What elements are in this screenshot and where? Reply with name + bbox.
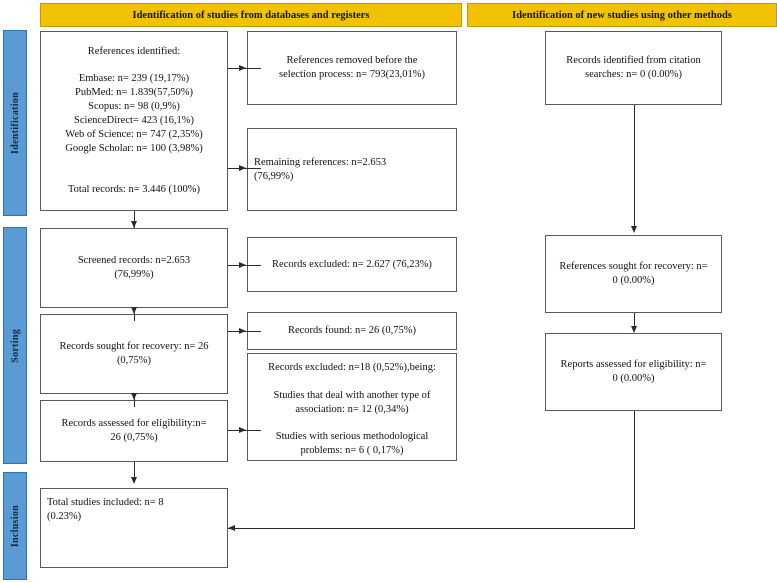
connector-citation-to-sought-other: [634, 105, 635, 227]
connector-identified-to-screened: [134, 211, 135, 228]
box-total-studies-included-text: Total studies included: n= 8 (0.23%): [47, 497, 164, 522]
box-references-sought-recovery-other-text: References sought for recovery: n= 0 (0.…: [559, 261, 708, 286]
box-remaining-references-text: Remaining references: n=2.653 (76,99%): [254, 156, 387, 182]
box-references-removed-text: References removed before the selection …: [279, 55, 425, 80]
box-references-removed: References removed before the selection …: [247, 31, 457, 105]
box-records-assessed-eligibility: Records assessed for eligibility:n= 26 (…: [40, 400, 228, 462]
connector-other-to-included-vertical: [634, 411, 635, 528]
banner-databases-registers: Identification of studies from databases…: [40, 3, 462, 27]
connector-sought-to-assessed: [134, 394, 135, 407]
arrowhead-citation-to-sought-other: [630, 226, 637, 233]
connector-assessed-to-included: [134, 462, 135, 482]
stage-label-inclusion: Inclusion: [9, 504, 21, 548]
box-references-sought-recovery-other: References sought for recovery: n= 0 (0.…: [545, 235, 722, 313]
stage-bar-inclusion: Inclusion: [3, 472, 27, 580]
arrowhead-sought-to-found: [239, 327, 246, 334]
arrowhead-sought-to-assessed: [130, 393, 137, 400]
box-records-identified-citation-text: Records identified from citation searche…: [566, 55, 701, 80]
arrowhead-sought-to-assessed-other: [630, 326, 637, 333]
stage-bar-identification: Identification: [3, 30, 27, 216]
stage-label-sorting: Sorting: [9, 328, 21, 363]
arrowhead-assessed-to-excluded: [239, 426, 246, 433]
box-records-excluded-eligibility: Records excluded: n=18 (0,52%),being: St…: [247, 353, 457, 461]
box-references-identified-text: References identified: Embase: n= 239 (1…: [65, 45, 203, 196]
box-remaining-references: Remaining references: n=2.653 (76,99%): [247, 128, 457, 211]
banner-other-methods-label: Identification of new studies using othe…: [512, 9, 732, 21]
box-reports-assessed-eligibility-other: Reports assessed for eligibility: n= 0 (…: [545, 333, 722, 411]
box-records-assessed-eligibility-text: Records assessed for eligibility:n= 26 (…: [61, 418, 207, 443]
arrowhead-screened-to-excluded: [239, 261, 246, 268]
connector-sought-to-assessed-other: [634, 313, 635, 327]
banner-databases-label: Identification of studies from databases…: [132, 9, 370, 21]
box-screened-records-text: Screened records: n=2.653 (76,99%): [77, 255, 191, 280]
arrowhead-identified-to-remaining: [239, 164, 246, 171]
box-records-excluded-eligibility-text: Records excluded: n=18 (0,52%),being: St…: [268, 362, 436, 457]
connector-other-to-included-horizontal: [228, 528, 635, 529]
arrowhead-screened-to-sought: [130, 307, 137, 314]
box-total-studies-included: Total studies included: n= 8 (0.23%): [40, 488, 228, 568]
box-reports-assessed-eligibility-other-text: Reports assessed for eligibility: n= 0 (…: [560, 359, 707, 384]
box-records-excluded-screening: Records excluded: n= 2.627 (76,23%): [247, 237, 457, 292]
box-records-identified-citation: Records identified from citation searche…: [545, 31, 722, 105]
box-records-excluded-screening-text: Records excluded: n= 2.627 (76,23%): [272, 258, 432, 270]
connector-screened-to-sought: [134, 308, 135, 321]
banner-other-methods: Identification of new studies using othe…: [467, 3, 777, 27]
arrowhead-identified-to-screened: [130, 221, 137, 228]
box-records-sought-recovery-text: Records sought for recovery: n= 26 (0,75…: [59, 341, 209, 366]
box-records-sought-recovery: Records sought for recovery: n= 26 (0,75…: [40, 314, 228, 394]
box-screened-records: Screened records: n=2.653 (76,99%): [40, 228, 228, 308]
arrowhead-other-to-included: [228, 524, 235, 531]
stage-bar-sorting: Sorting: [3, 227, 27, 464]
box-references-identified: References identified: Embase: n= 239 (1…: [40, 31, 228, 211]
box-records-found-text: Records found: n= 26 (0,75%): [287, 325, 417, 337]
arrowhead-assessed-to-included: [130, 477, 137, 484]
stage-label-identification: Identification: [9, 92, 21, 154]
arrowhead-identified-to-removed: [239, 64, 246, 71]
box-records-found: Records found: n= 26 (0,75%): [247, 312, 457, 350]
